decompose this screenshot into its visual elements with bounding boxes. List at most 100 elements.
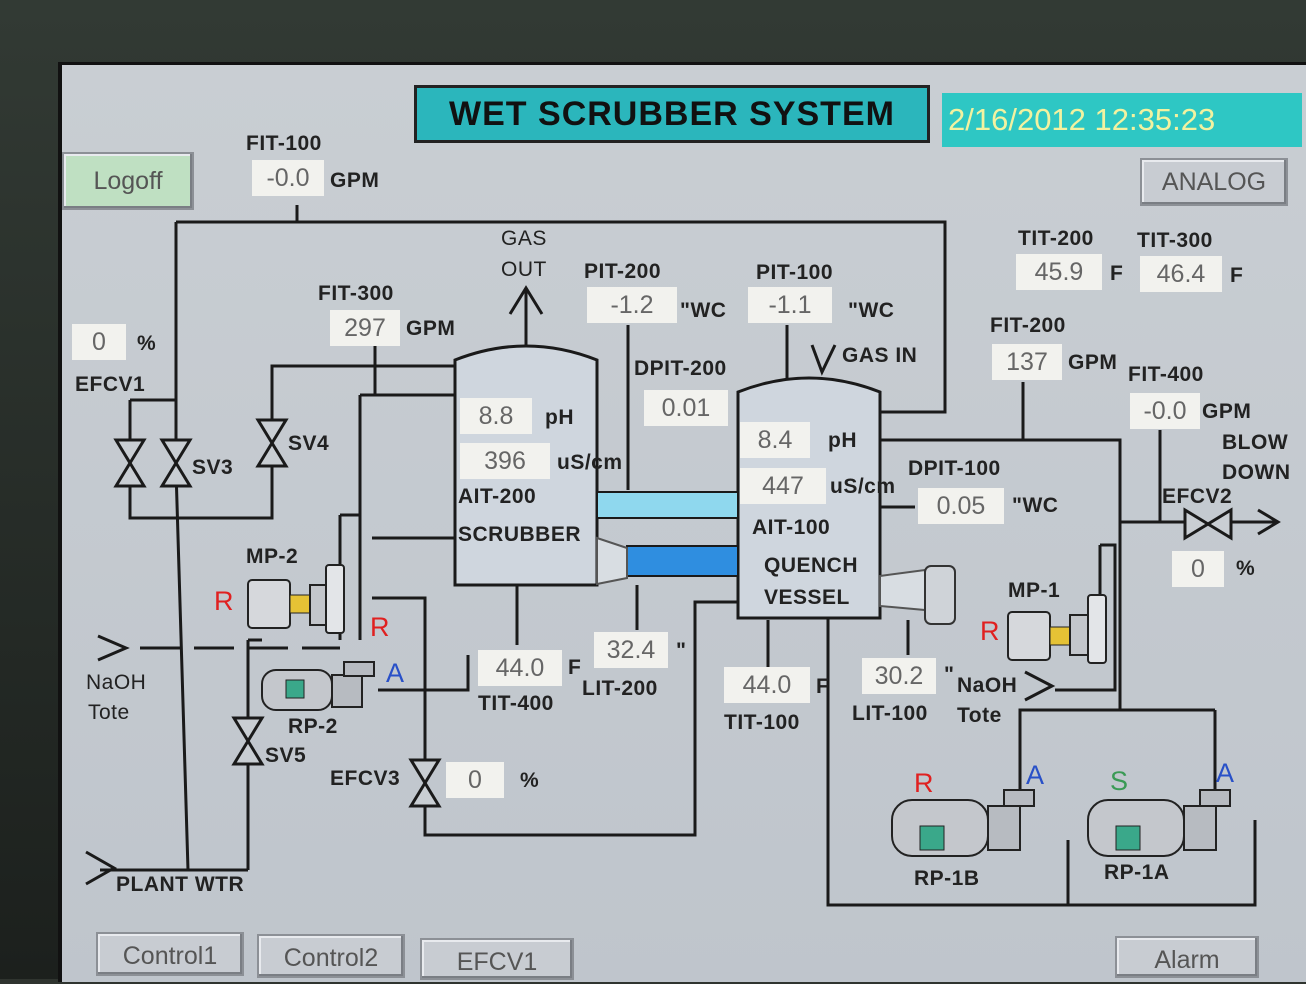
mp1-pump-icon bbox=[1007, 594, 1107, 664]
tit100-value: 44.0 bbox=[724, 667, 810, 703]
ait100-cond-unit: uS/cm bbox=[830, 475, 896, 498]
fit300-tag: FIT-300 bbox=[318, 282, 394, 305]
efcv1-tag: EFCV1 bbox=[75, 373, 146, 396]
fit100-tag: FIT-100 bbox=[246, 132, 322, 155]
tit200-tag: TIT-200 bbox=[1018, 227, 1094, 250]
analog-button[interactable]: ANALOG bbox=[1140, 158, 1288, 206]
plant-water-label: PLANT WTR bbox=[116, 873, 245, 896]
rp1b-label: RP-1B bbox=[914, 867, 980, 890]
tit200-value: 45.9 bbox=[1016, 254, 1102, 290]
rp1b-auto-status: A bbox=[1026, 760, 1045, 790]
dpit100-tag: DPIT-100 bbox=[908, 457, 1001, 480]
mp1-label: MP-1 bbox=[1008, 579, 1061, 602]
ait100-ph-value: 8.4 bbox=[740, 422, 810, 458]
lit100-value: 30.2 bbox=[862, 658, 936, 694]
alarm-button[interactable]: Alarm bbox=[1115, 936, 1259, 978]
blowdown-arrow bbox=[1257, 508, 1281, 536]
gas-out-label-1: GAS bbox=[501, 227, 547, 250]
tit300-tag: TIT-300 bbox=[1137, 229, 1213, 252]
ait100-tag: AIT-100 bbox=[752, 516, 831, 539]
datetime-display: 2/16/2012 12:35:23 bbox=[942, 93, 1302, 147]
mp1-feed bbox=[1055, 543, 1117, 692]
efcv1-valve-icon bbox=[113, 438, 147, 488]
rp1a-pump-icon bbox=[1087, 789, 1231, 857]
mp1-run-status: R bbox=[980, 616, 1000, 646]
lower-duct bbox=[626, 545, 739, 577]
fit100-value: -0.0 bbox=[252, 160, 324, 196]
mp2-pump-icon bbox=[247, 564, 345, 634]
control1-button[interactable]: Control1 bbox=[96, 932, 244, 976]
left-trunk-pipe bbox=[174, 222, 248, 872]
dpit200-value: 0.01 bbox=[644, 390, 728, 426]
efcv3-valve-icon bbox=[408, 758, 442, 808]
lit200-unit: " bbox=[676, 639, 687, 662]
lower-duct-reducer bbox=[596, 536, 628, 586]
mp2-run-status: R bbox=[214, 586, 234, 616]
fit100-unit: GPM bbox=[330, 169, 380, 192]
rp2-auto-status: A bbox=[386, 658, 405, 688]
rp1a-auto-status: A bbox=[1216, 758, 1235, 788]
fit200-tag: FIT-200 bbox=[990, 314, 1066, 337]
naoh-right-arrow bbox=[1024, 670, 1056, 702]
mp2-label: MP-2 bbox=[246, 545, 299, 568]
rp2-run-status: R bbox=[370, 612, 390, 642]
ait100-cond-value: 447 bbox=[740, 468, 826, 504]
fit300-unit: GPM bbox=[406, 317, 456, 340]
pit100-tag: PIT-100 bbox=[756, 261, 834, 284]
pit100-unit: "WC bbox=[848, 299, 895, 322]
pit200-unit: "WC bbox=[680, 299, 727, 322]
efcv1-screen-button[interactable]: EFCV1 bbox=[420, 938, 574, 980]
rp1b-run-status: R bbox=[914, 768, 934, 798]
tit300-value: 46.4 bbox=[1140, 256, 1222, 292]
fit400-tag: FIT-400 bbox=[1128, 363, 1204, 386]
fit300-value: 297 bbox=[330, 310, 400, 346]
fit400-value: -0.0 bbox=[1130, 393, 1200, 429]
naoh-left-arrow bbox=[97, 634, 130, 662]
logoff-button[interactable]: Logoff bbox=[62, 152, 194, 210]
quench-label-1: QUENCH bbox=[764, 554, 859, 577]
screen-title: WET SCRUBBER SYSTEM bbox=[414, 85, 930, 143]
tit400-unit: F bbox=[568, 656, 582, 679]
dpit200-tag: DPIT-200 bbox=[634, 357, 727, 380]
quench-flange bbox=[924, 565, 956, 625]
gas-in-label: GAS IN bbox=[842, 344, 918, 367]
sv3-label: SV3 bbox=[192, 456, 234, 479]
efcv2-value: 0 bbox=[1172, 551, 1224, 587]
ait200-cond-unit: uS/cm bbox=[557, 451, 623, 474]
ait200-tag: AIT-200 bbox=[458, 485, 537, 508]
sv3-valve-icon bbox=[159, 438, 193, 488]
sv4-valve-icon bbox=[255, 418, 289, 468]
tit400-tag: TIT-400 bbox=[478, 692, 554, 715]
quench-nozzle bbox=[879, 568, 926, 612]
rp1a-label: RP-1A bbox=[1104, 861, 1170, 884]
efcv3-value: 0 bbox=[446, 762, 504, 798]
ait200-cond-value: 396 bbox=[460, 443, 550, 479]
pit200-value: -1.2 bbox=[587, 287, 677, 323]
rp1a-standby-status: S bbox=[1110, 766, 1129, 796]
sv5-valve-icon bbox=[231, 716, 265, 766]
fit200-unit: GPM bbox=[1068, 351, 1118, 374]
tit400-value: 44.0 bbox=[478, 650, 562, 686]
blowdown-label-1: BLOW bbox=[1222, 431, 1289, 454]
tit200-unit: F bbox=[1110, 262, 1124, 285]
scrubber-label: SCRUBBER bbox=[458, 523, 582, 546]
control2-button[interactable]: Control2 bbox=[257, 934, 405, 978]
rp2-recirc-pipe bbox=[372, 596, 738, 837]
rp2-label: RP-2 bbox=[288, 715, 338, 738]
naoh-right-label: NaOH bbox=[957, 674, 1018, 697]
sv4-label: SV4 bbox=[288, 432, 330, 455]
rp2-discharge bbox=[378, 655, 470, 692]
dpit100-unit: "WC bbox=[1012, 494, 1059, 517]
lit200-value: 32.4 bbox=[594, 632, 668, 668]
dpit100-value: 0.05 bbox=[918, 488, 1004, 524]
pit200-tag: PIT-200 bbox=[584, 260, 662, 283]
top-main-pipe bbox=[176, 220, 947, 414]
blowdown-label-2: DOWN bbox=[1222, 461, 1291, 484]
ait200-ph-unit: pH bbox=[545, 406, 574, 429]
lit100-unit: " bbox=[944, 663, 955, 686]
tit100-tag: TIT-100 bbox=[724, 711, 800, 734]
ait200-ph-value: 8.8 bbox=[460, 398, 532, 434]
naoh-left-label-1: NaOH bbox=[86, 671, 147, 694]
tote-right-label: Tote bbox=[957, 704, 1002, 727]
lit100-tag: LIT-100 bbox=[852, 702, 928, 725]
